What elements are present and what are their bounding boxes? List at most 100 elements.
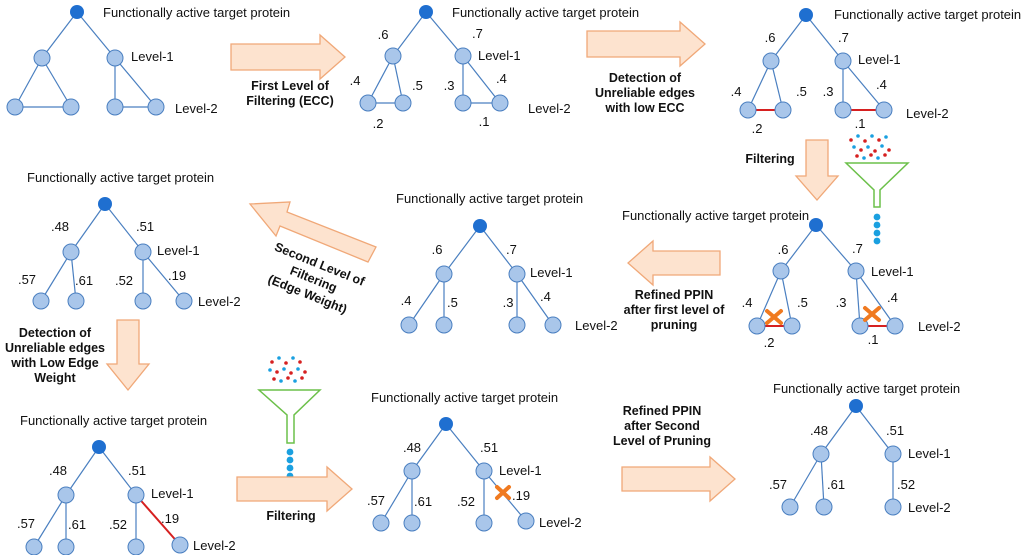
svg-text:Level-1: Level-1	[478, 48, 521, 63]
step-first-line2: Filtering (ECC)	[246, 94, 334, 108]
svg-text:.52: .52	[109, 517, 127, 532]
svg-text:.3: .3	[823, 84, 834, 99]
svg-text:Level-2: Level-2	[918, 319, 961, 334]
svg-text:Functionally active target pro: Functionally active target protein	[27, 170, 214, 185]
svg-text:Level of Pruning: Level of Pruning	[613, 434, 711, 448]
svg-text:.51: .51	[128, 463, 146, 478]
svg-text:.4: .4	[540, 289, 551, 304]
svg-text:.19: .19	[161, 511, 179, 526]
svg-text:.19: .19	[512, 488, 530, 503]
svg-text:with Low Edge: with Low Edge	[10, 356, 99, 370]
svg-text:Unreliable edges: Unreliable edges	[5, 341, 105, 355]
svg-text:.2: .2	[764, 335, 775, 350]
svg-text:Detection of: Detection of	[19, 326, 92, 340]
svg-text:.57: .57	[769, 477, 787, 492]
arrow-first-filtering	[230, 33, 346, 81]
funnel-ecc	[844, 134, 910, 245]
svg-text:.2: .2	[373, 116, 384, 131]
svg-text:Level-2: Level-2	[198, 294, 241, 309]
svg-text:.5: .5	[796, 84, 807, 99]
svg-text:Level-2: Level-2	[575, 318, 618, 333]
svg-text:.6: .6	[432, 242, 443, 257]
svg-text:.48: .48	[810, 423, 828, 438]
arrow-second-filtering	[248, 201, 377, 263]
tree-edge-weight-unreliable: Functionally active target protein .48 .…	[17, 413, 236, 555]
arrow-detection-ecc	[586, 20, 706, 68]
svg-text:Refined PPIN: Refined PPIN	[635, 288, 714, 302]
svg-text:.19: .19	[168, 268, 186, 283]
svg-text:Level-1: Level-1	[499, 463, 542, 478]
svg-text:Level-1: Level-1	[858, 52, 901, 67]
svg-text:.48: .48	[51, 219, 69, 234]
svg-text:.61: .61	[827, 477, 845, 492]
root-node	[70, 5, 84, 19]
svg-text:Functionally active target pro: Functionally active target protein	[20, 413, 207, 428]
svg-text:.51: .51	[886, 423, 904, 438]
svg-text:Functionally active target pro: Functionally active target protein	[834, 7, 1021, 22]
arrow-down-detection-ew	[105, 319, 151, 392]
svg-text:Functionally active target pro: Functionally active target protein	[371, 390, 558, 405]
svg-text:.1: .1	[868, 332, 879, 347]
svg-text:.48: .48	[49, 463, 67, 478]
svg-text:.57: .57	[367, 493, 385, 508]
arrow-refined-second	[621, 455, 736, 503]
svg-text:Functionally active target pro: Functionally active target protein	[452, 5, 639, 20]
svg-text:Level-2: Level-2	[906, 106, 949, 121]
tree-edge-weight: Functionally active target protein .48 .…	[18, 170, 241, 310]
tree-ecc-crossed: Functionally active target protein .6 .7…	[622, 208, 961, 350]
svg-text:Level-1: Level-1	[151, 486, 194, 501]
tree-ecc: Functionally active target protein .6 .7…	[350, 5, 639, 131]
svg-text:Level-2: Level-2	[193, 538, 236, 553]
svg-text:.4: .4	[496, 71, 507, 86]
svg-text:.3: .3	[503, 295, 514, 310]
svg-text:.7: .7	[472, 26, 483, 41]
svg-text:.51: .51	[136, 219, 154, 234]
svg-text:.48: .48	[403, 440, 421, 455]
svg-text:Refined PPIN: Refined PPIN	[623, 404, 702, 418]
filtering-label-1: Filtering	[745, 152, 794, 166]
step-first-line1: First Level of	[251, 79, 330, 93]
svg-text:.5: .5	[412, 78, 423, 93]
svg-text:Level-1: Level-1	[908, 446, 951, 461]
svg-text:.7: .7	[852, 241, 863, 256]
svg-text:Unreliable edges: Unreliable edges	[595, 86, 695, 100]
funnel-edge-weight	[257, 356, 322, 480]
svg-text:.3: .3	[444, 78, 455, 93]
svg-text:.4: .4	[742, 295, 753, 310]
svg-text:after Second: after Second	[624, 419, 700, 433]
svg-text:.7: .7	[838, 30, 849, 45]
tree-edge-weight-crossed: Functionally active target protein .48 .…	[367, 390, 582, 532]
svg-text:.2: .2	[752, 121, 763, 136]
svg-text:.61: .61	[68, 517, 86, 532]
svg-text:.52: .52	[897, 477, 915, 492]
svg-text:.4: .4	[401, 293, 412, 308]
tree-pruned-first: Functionally active target protein .6 .7…	[396, 191, 618, 334]
svg-text:Weight: Weight	[34, 371, 76, 385]
tree-ecc-unreliable: Functionally active target protein .6 .7…	[731, 7, 1022, 136]
svg-text:Detection of: Detection of	[609, 71, 682, 85]
svg-text:.4: .4	[731, 84, 742, 99]
svg-text:Level-2: Level-2	[539, 515, 582, 530]
svg-text:.3: .3	[836, 295, 847, 310]
svg-text:with low ECC: with low ECC	[604, 101, 684, 115]
svg-text:Level-2: Level-2	[528, 101, 571, 116]
arrow-filtering-ew	[236, 465, 353, 513]
svg-text:Functionally active target pro: Functionally active target protein	[773, 381, 960, 396]
svg-text:.6: .6	[378, 27, 389, 42]
root-label: Functionally active target protein	[103, 5, 290, 20]
svg-text:.5: .5	[447, 295, 458, 310]
svg-text:pruning: pruning	[651, 318, 698, 332]
svg-text:Level-1: Level-1	[157, 243, 200, 258]
filtering-label-2: Filtering	[266, 509, 315, 523]
svg-text:.51: .51	[480, 440, 498, 455]
svg-text:.4: .4	[350, 73, 361, 88]
tree-original: Functionally active target protein Level…	[6, 5, 290, 116]
svg-text:.6: .6	[765, 30, 776, 45]
svg-text:after first level of: after first level of	[624, 303, 726, 317]
svg-text:.4: .4	[887, 290, 898, 305]
svg-text:.61: .61	[75, 273, 93, 288]
svg-text:.57: .57	[18, 272, 36, 287]
svg-text:.7: .7	[506, 242, 517, 257]
arrow-down-filtering	[794, 139, 840, 201]
